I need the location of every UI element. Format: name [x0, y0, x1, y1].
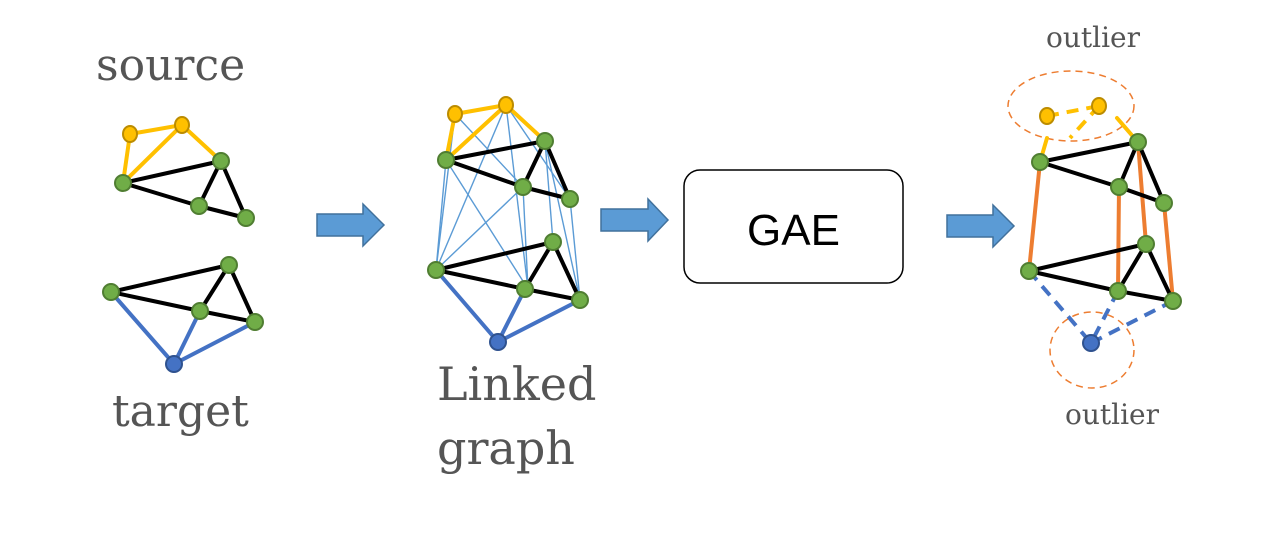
source-graph — [114, 116, 255, 227]
shared-node — [514, 178, 532, 196]
linked-graph-label-line1: Linked — [437, 357, 596, 411]
source-node — [1039, 107, 1055, 125]
linked-graph-panel: Linked graph — [427, 96, 596, 475]
right-arrow-icon — [946, 203, 1016, 249]
shared-node — [1110, 178, 1128, 196]
shared-node — [246, 313, 264, 331]
shared-node — [544, 233, 562, 251]
shared-node — [1164, 292, 1182, 310]
shared-node — [102, 283, 120, 301]
shared-node — [220, 256, 238, 274]
shared-node — [1109, 282, 1127, 300]
source-node — [174, 116, 190, 134]
outlier-label-bottom: outlier — [1065, 398, 1160, 431]
shared-node — [536, 132, 554, 150]
shared-node — [516, 280, 534, 298]
target-node — [489, 333, 507, 351]
shared-node — [1031, 153, 1049, 171]
shared-node — [114, 174, 132, 192]
shared-node — [191, 302, 209, 320]
gae-model-box: GAE — [683, 169, 904, 284]
shared-node — [237, 209, 255, 227]
linked-graph-edges — [434, 103, 582, 344]
shared-node — [1155, 194, 1173, 212]
gae-label: GAE — [747, 206, 840, 255]
source-node — [1091, 97, 1107, 115]
target-node — [1082, 334, 1100, 352]
shared-node — [190, 197, 208, 215]
shared-node — [571, 291, 589, 309]
outlier-label-top: outlier — [1046, 21, 1141, 54]
source-node — [447, 105, 463, 123]
input-graphs-panel: source — [96, 40, 264, 437]
cross-graph-links — [435, 104, 581, 343]
source-node — [498, 96, 514, 114]
shared-node — [212, 152, 230, 170]
shared-node — [1129, 133, 1147, 151]
shared-node — [1137, 235, 1155, 253]
outlier-ring-bottom — [1049, 311, 1135, 389]
target-label: target — [112, 386, 249, 437]
right-arrow-icon — [600, 197, 670, 243]
linked-graph-label-line2: graph — [437, 421, 575, 475]
source-node — [122, 125, 138, 143]
source-label: source — [96, 40, 245, 91]
target-graph — [102, 256, 264, 373]
shared-node — [561, 190, 579, 208]
right-arrow-icon — [316, 202, 386, 248]
shared-node — [1020, 262, 1038, 280]
outlier-ring-top — [1007, 70, 1135, 142]
shared-node — [437, 151, 455, 169]
target-node — [165, 355, 183, 373]
result-graph-panel: outlier outlier — [1007, 21, 1182, 431]
shared-node — [427, 261, 445, 279]
